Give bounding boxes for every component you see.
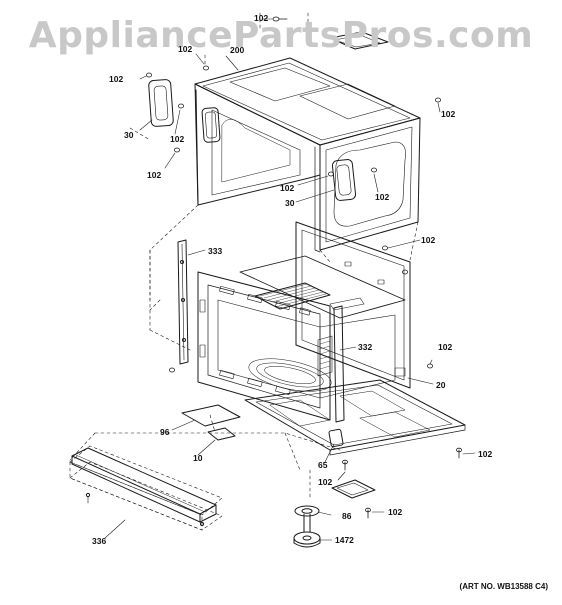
leader-lines xyxy=(105,19,475,540)
callout-30: 30 xyxy=(285,198,295,208)
screw-icon xyxy=(204,66,209,70)
screw-icon xyxy=(329,172,334,176)
callout-336: 336 xyxy=(92,536,107,546)
base-plate-102 xyxy=(332,480,375,498)
callout-102: 102 xyxy=(178,44,193,54)
callout-102: 102 xyxy=(375,192,390,202)
callout-102: 102 xyxy=(109,74,124,84)
lower-oven-cabinet xyxy=(198,222,410,422)
callout-102: 102 xyxy=(388,507,403,517)
screw-icon xyxy=(273,17,287,21)
screw-icon xyxy=(428,364,433,368)
callout-102: 102 xyxy=(478,449,493,459)
callout-65: 65 xyxy=(318,460,328,470)
callout-102: 102 xyxy=(170,134,185,144)
assembly-guide-lines xyxy=(70,13,418,500)
callout-102-top: 102 xyxy=(254,13,269,23)
callout-102: 102 xyxy=(441,109,456,119)
callout-96: 96 xyxy=(160,427,170,437)
callout-20: 20 xyxy=(436,380,446,390)
upper-oven-cabinet xyxy=(195,32,420,252)
side-trim-333 xyxy=(178,240,188,364)
callout-332: 332 xyxy=(358,342,373,352)
callout-102: 102 xyxy=(280,183,295,193)
callout-1472: 1472 xyxy=(335,535,354,545)
screw-icon xyxy=(383,246,388,250)
art-number: (ART NO. WB13588 C4) xyxy=(459,582,548,591)
bottom-pan-20 xyxy=(245,380,465,455)
screw-icon xyxy=(179,104,184,108)
screw-icon xyxy=(403,270,408,274)
screw-icon xyxy=(457,448,462,458)
screw-icon xyxy=(372,168,377,172)
screw-icon xyxy=(436,98,441,102)
bracket-10 xyxy=(208,428,235,440)
toe-kick-336 xyxy=(70,446,222,530)
callout-102: 102 xyxy=(318,477,333,487)
callout-30: 30 xyxy=(124,130,134,140)
screws xyxy=(147,17,462,518)
callout-200: 200 xyxy=(230,45,245,55)
screw-icon xyxy=(170,368,175,372)
callout-102: 102 xyxy=(438,342,453,352)
screw-icon xyxy=(366,508,371,518)
leveling-leg-86 xyxy=(295,506,319,532)
leg-base-1472 xyxy=(294,532,320,547)
callout-86: 86 xyxy=(342,511,352,521)
screw-icon xyxy=(343,460,348,470)
callout-10: 10 xyxy=(193,453,203,463)
cover-plate-96 xyxy=(182,405,240,426)
left-side-gasket-30 xyxy=(148,79,173,126)
screw-icon xyxy=(147,73,152,77)
callout-102: 102 xyxy=(147,170,162,180)
screw-icon xyxy=(175,148,180,152)
callout-333: 333 xyxy=(208,246,223,256)
callout-102: 102 xyxy=(421,235,436,245)
part-65 xyxy=(329,429,344,447)
